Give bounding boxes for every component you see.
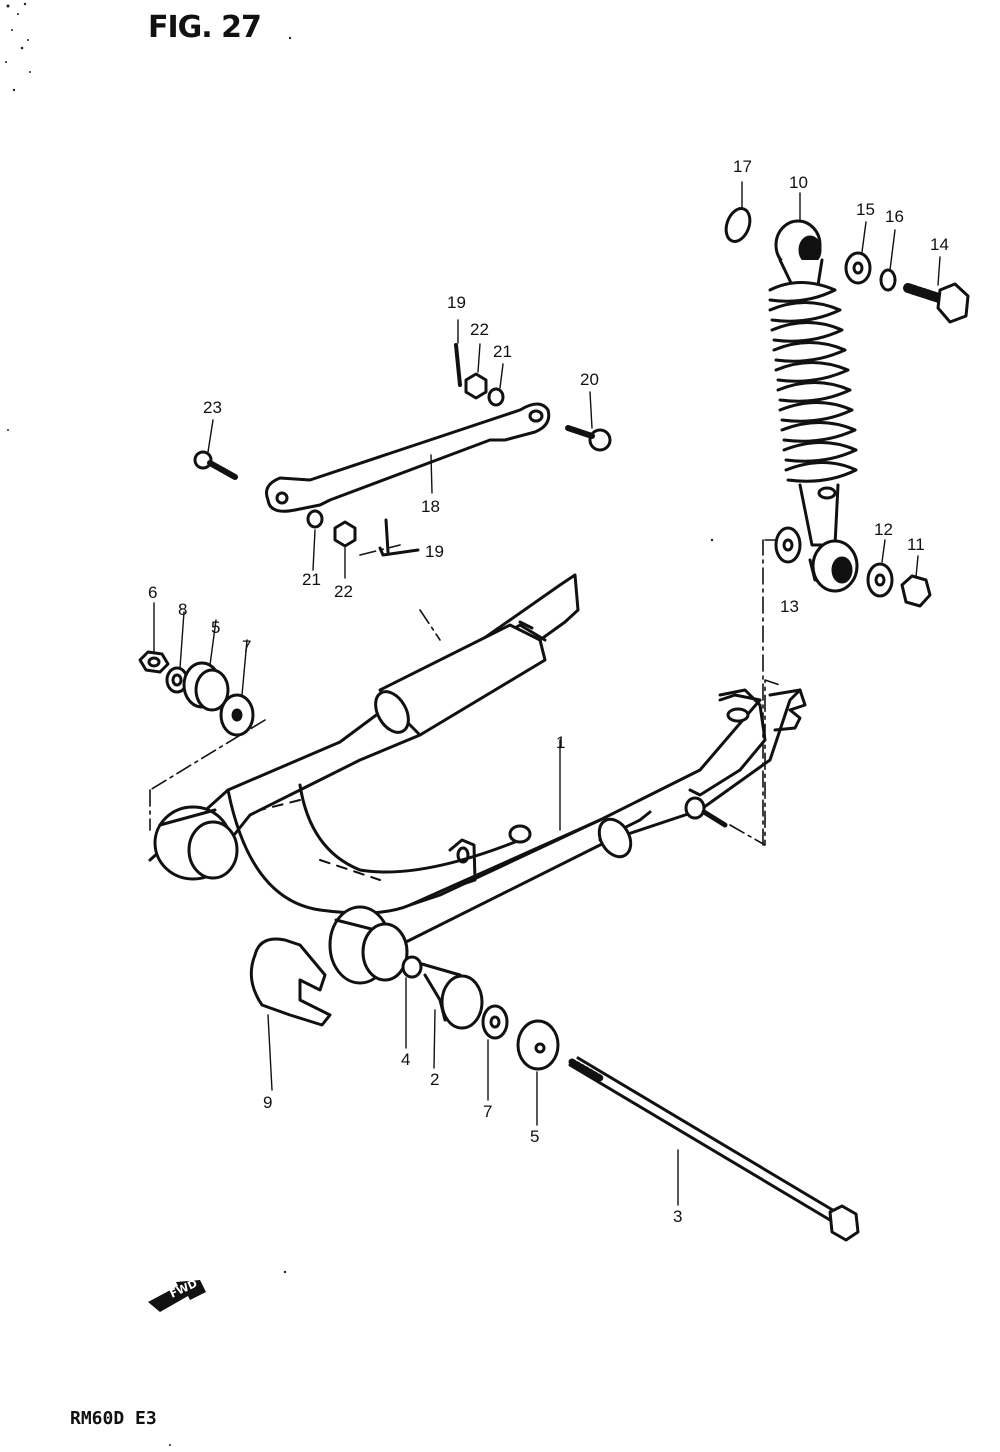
callout-12: 12 bbox=[874, 520, 893, 539]
callout-17: 17 bbox=[733, 157, 752, 176]
callout-21-lower: 21 bbox=[302, 570, 321, 589]
callout-13: 13 bbox=[780, 597, 799, 616]
callout-22-upper: 22 bbox=[470, 320, 489, 339]
callout-1: 1 bbox=[556, 733, 565, 752]
callout-20: 20 bbox=[580, 370, 599, 389]
callout-19-upper: 19 bbox=[447, 293, 466, 312]
callout-9: 9 bbox=[263, 1093, 272, 1112]
callout-5-upper: 5 bbox=[211, 618, 220, 637]
swingarm bbox=[148, 573, 807, 985]
callout-22-lower: 22 bbox=[334, 582, 353, 601]
callout-7-lower: 7 bbox=[483, 1102, 492, 1121]
torque-arm bbox=[193, 343, 612, 557]
callout-18: 18 bbox=[421, 497, 440, 516]
figure-title: FIG. 27 bbox=[148, 10, 262, 45]
assembly-lines bbox=[149, 539, 791, 846]
callout-21-upper: 21 bbox=[493, 342, 512, 361]
callout-10: 10 bbox=[789, 173, 808, 192]
callout-3: 3 bbox=[673, 1207, 682, 1226]
forward-arrow-icon: FWD bbox=[148, 1277, 206, 1312]
lower-pivot-hardware bbox=[249, 937, 860, 1242]
callout-19-lower: 19 bbox=[425, 542, 444, 561]
callout-11: 11 bbox=[907, 535, 925, 554]
callout-16: 16 bbox=[885, 207, 904, 226]
callout-8: 8 bbox=[178, 600, 187, 619]
callout-14: 14 bbox=[930, 235, 949, 254]
callout-23: 23 bbox=[203, 398, 222, 417]
leader-lines bbox=[153, 181, 941, 1206]
callout-15: 15 bbox=[856, 200, 875, 219]
callout-2: 2 bbox=[430, 1070, 439, 1089]
callout-4: 4 bbox=[401, 1050, 410, 1069]
left-pivot-hardware bbox=[138, 650, 255, 737]
shock-absorber bbox=[724, 207, 970, 608]
model-code: RM60D E3 bbox=[70, 1408, 157, 1429]
callout-6: 6 bbox=[148, 583, 157, 602]
callout-labels: 1 2 3 4 5 5 6 7 7 8 9 10 11 12 13 14 15 … bbox=[148, 157, 949, 1226]
callout-5-lower: 5 bbox=[530, 1127, 539, 1146]
callout-7-upper: 7 bbox=[242, 637, 251, 656]
scan-noise bbox=[5, 2, 714, 1446]
